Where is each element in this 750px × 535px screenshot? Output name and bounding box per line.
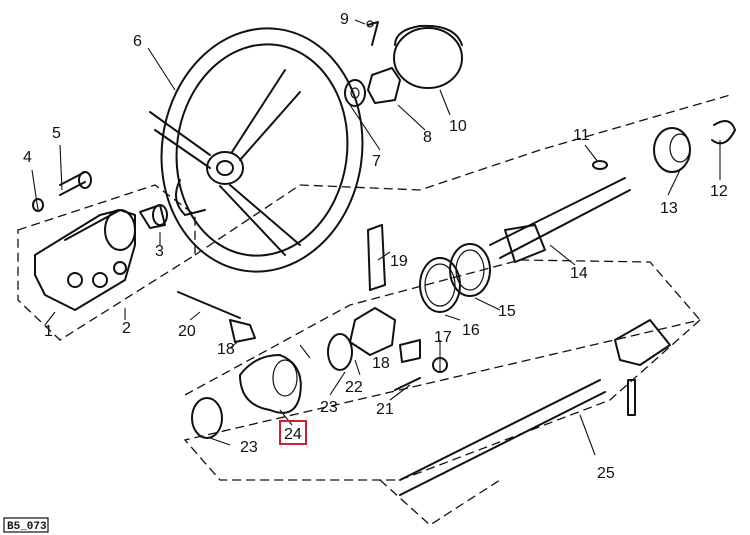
callout-labels: 1 2 3 4 5 6 7 8 9 10 11 12 13 14 15 16 1… xyxy=(23,11,728,482)
leader-lines xyxy=(31,19,721,456)
callout-13: 13 xyxy=(660,200,678,217)
callout-2: 2 xyxy=(122,320,131,337)
callout-10: 10 xyxy=(449,118,467,135)
callout-17: 17 xyxy=(434,329,452,346)
steering-wheel xyxy=(149,27,364,273)
callout-24-highlight-box xyxy=(279,420,307,445)
callout-5: 5 xyxy=(52,125,61,142)
callout-12: 12 xyxy=(710,183,728,200)
callout-18-left: 18 xyxy=(217,341,235,358)
callout-25: 25 xyxy=(597,465,615,482)
callout-3: 3 xyxy=(155,243,164,260)
retaining-rings xyxy=(419,243,491,313)
hub-nut-and-cap xyxy=(344,20,463,107)
callout-9: 9 xyxy=(340,11,349,28)
diagram-code: B5_073 xyxy=(3,517,49,533)
switch-housing xyxy=(32,171,168,311)
callout-1: 1 xyxy=(44,323,53,340)
callout-23-left: 23 xyxy=(240,439,258,456)
callout-20: 20 xyxy=(178,323,196,340)
callout-18-right: 18 xyxy=(372,355,390,372)
boot-and-rings xyxy=(191,354,302,439)
callout-24[interactable]: 24 xyxy=(284,426,302,443)
callout-19: 19 xyxy=(390,253,408,270)
callout-16: 16 xyxy=(462,322,480,339)
callout-7: 7 xyxy=(372,153,381,170)
lower-hardware xyxy=(177,224,448,391)
lower-shaft xyxy=(399,319,671,496)
callout-8: 8 xyxy=(423,129,432,146)
callout-23-right: 23 xyxy=(320,399,338,416)
callout-14: 14 xyxy=(570,265,588,282)
callout-22: 22 xyxy=(345,379,363,396)
callout-21: 21 xyxy=(376,401,394,418)
callout-6: 6 xyxy=(133,33,142,50)
assembly-outlines xyxy=(17,94,731,526)
diagram-code-text: B5_073 xyxy=(7,521,47,533)
callout-11: 11 xyxy=(573,127,590,144)
column-upper-shaft xyxy=(489,120,736,263)
callout-4: 4 xyxy=(23,149,32,166)
callout-15: 15 xyxy=(498,303,516,320)
